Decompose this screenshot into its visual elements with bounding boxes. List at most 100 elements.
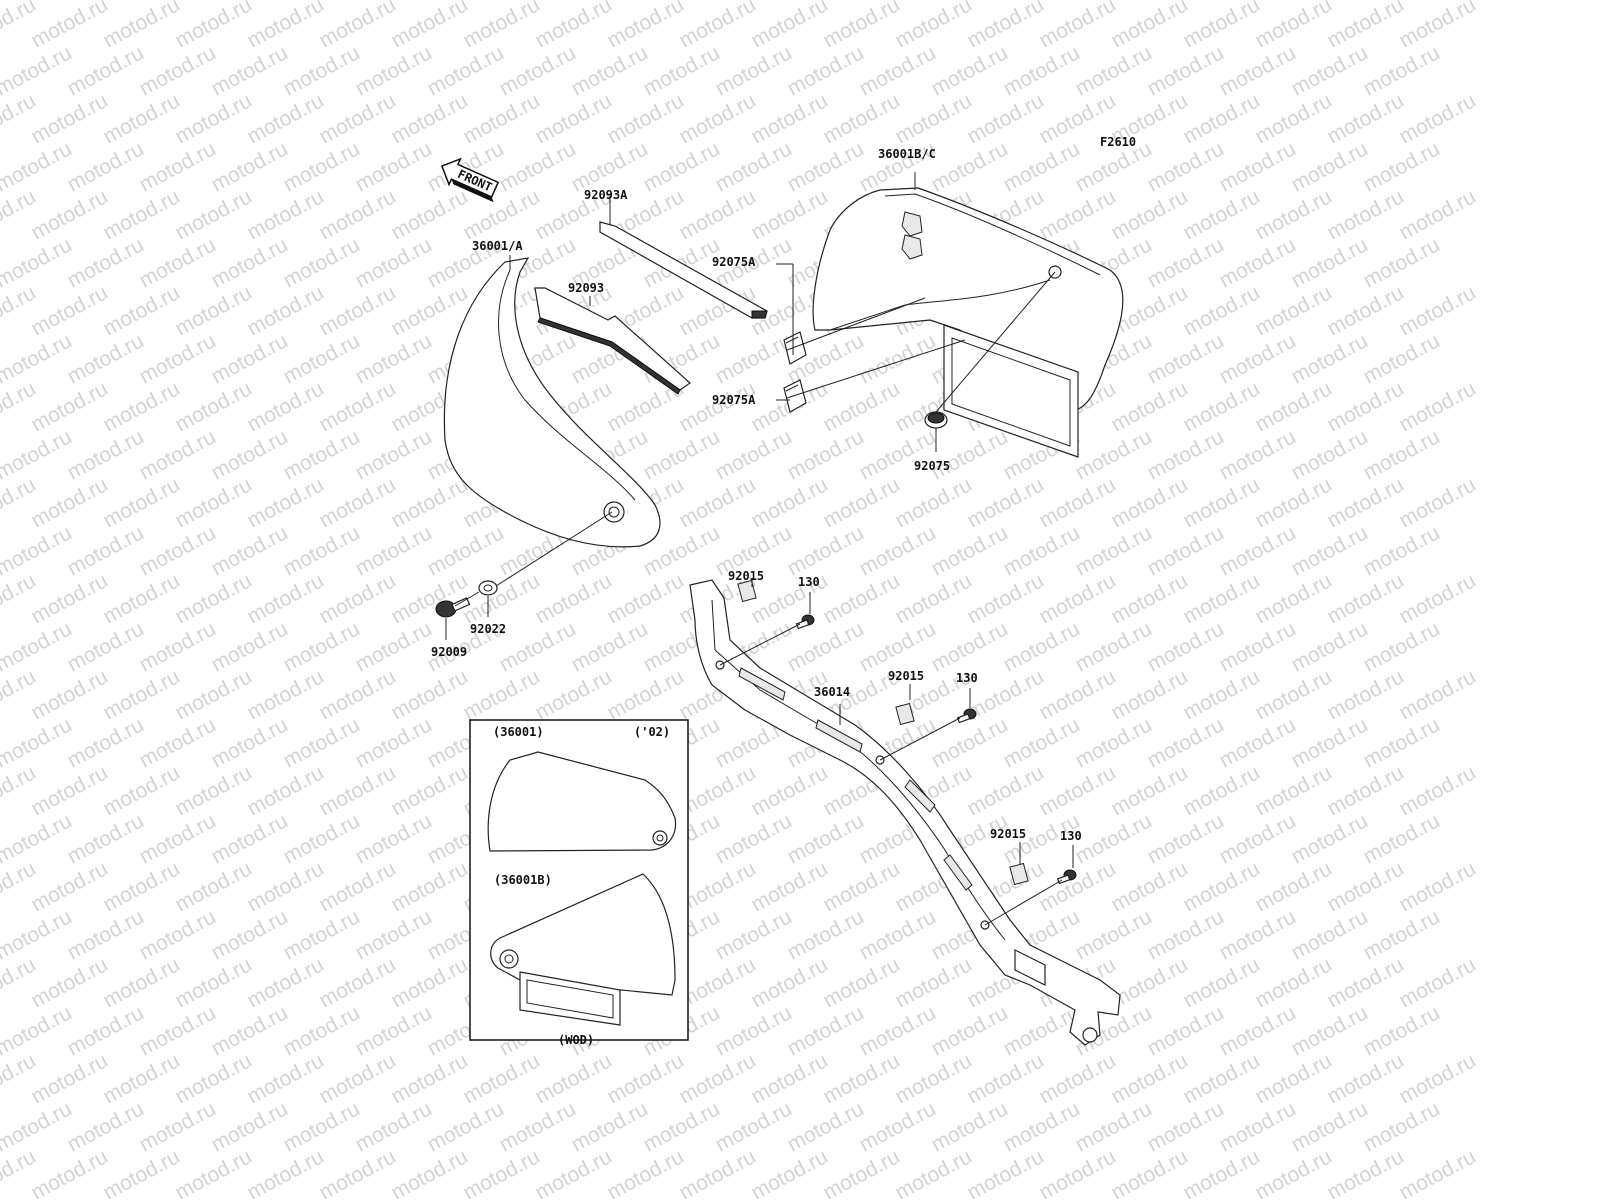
watermark-text: motod.ru	[820, 857, 904, 916]
watermark-text: motod.ru	[1324, 1145, 1408, 1200]
watermark-text: motod.ru	[316, 569, 400, 628]
watermark-text: motod.ru	[1180, 185, 1264, 244]
watermark-text: motod.ru	[1108, 857, 1192, 916]
watermark-text: motod.ru	[100, 473, 184, 532]
watermark-text: motod.ru	[892, 953, 976, 1012]
watermark-text: motod.ru	[28, 185, 112, 244]
watermark-text: motod.ru	[676, 0, 760, 52]
watermark-text: motod.ru	[316, 185, 400, 244]
watermark-text: motod.ru	[172, 473, 256, 532]
watermark-text: motod.ru	[28, 665, 112, 724]
watermark-text: motod.ru	[1288, 905, 1372, 964]
watermark-text: motod.ru	[640, 137, 724, 196]
watermark-text: motod.ru	[172, 857, 256, 916]
watermark-text: motod.ru	[28, 857, 112, 916]
watermark-text: motod.ru	[28, 281, 112, 340]
watermark-text: motod.ru	[1324, 857, 1408, 916]
watermark-text: motod.ru	[208, 137, 292, 196]
watermark-text: motod.ru	[352, 617, 436, 676]
watermark-text: motod.ru	[1396, 377, 1480, 436]
watermark-text: motod.ru	[100, 857, 184, 916]
watermark-text: motod.ru	[1396, 1145, 1480, 1200]
watermark-text: motod.ru	[1360, 1097, 1444, 1156]
watermark-text: motod.ru	[1396, 1049, 1480, 1108]
clip-92075a-upper-part	[783, 331, 807, 365]
watermark-text: motod.ru	[1036, 1145, 1120, 1200]
watermark-text: motod.ru	[1072, 1097, 1156, 1156]
watermark-text: motod.ru	[64, 809, 148, 868]
watermark-text: motod.ru	[1216, 1097, 1300, 1156]
watermark-text: motod.ru	[964, 0, 1048, 52]
watermark-text: motod.ru	[388, 953, 472, 1012]
watermark-text: motod.ru	[1360, 617, 1444, 676]
watermark-text: motod.ru	[928, 137, 1012, 196]
watermark-text: motod.ru	[1288, 521, 1372, 580]
watermark-text: motod.ru	[1144, 1001, 1228, 1060]
watermark-text: motod.ru	[1180, 665, 1264, 724]
watermark-text: motod.ru	[1252, 1145, 1336, 1200]
watermark-text: motod.ru	[532, 569, 616, 628]
watermark-text: motod.ru	[208, 329, 292, 388]
screw-130-3-part	[1056, 869, 1077, 885]
watermark-text: motod.ru	[712, 1097, 796, 1156]
grommet-92075-part	[924, 411, 948, 429]
watermark-text: motod.ru	[1252, 569, 1336, 628]
watermark-text: motod.ru	[280, 617, 364, 676]
watermark-text: motod.ru	[316, 0, 400, 52]
watermark-text: motod.ru	[928, 617, 1012, 676]
watermark-text: motod.ru	[352, 137, 436, 196]
watermark-text: motod.ru	[352, 521, 436, 580]
watermark-text: motod.ru	[64, 1001, 148, 1060]
watermark-text: motod.ru	[1252, 1049, 1336, 1108]
watermark-text: motod.ru	[748, 185, 832, 244]
watermark-text: motod.ru	[1036, 665, 1120, 724]
watermark-text: motod.ru	[28, 761, 112, 820]
watermark-text: motod.ru	[388, 473, 472, 532]
watermark-text: motod.ru	[280, 41, 364, 100]
watermark-text: motod.ru	[1396, 665, 1480, 724]
watermark-text: motod.ru	[1180, 0, 1264, 52]
watermark-text: motod.ru	[208, 713, 292, 772]
watermark-text: motod.ru	[748, 761, 832, 820]
watermark-layer: motod.rumotod.rumotod.rumotod.rumotod.ru…	[0, 0, 1480, 1200]
watermark-text: motod.ru	[1216, 905, 1300, 964]
watermark-text: motod.ru	[208, 233, 292, 292]
watermark-text: motod.ru	[1144, 233, 1228, 292]
watermark-text: motod.ru	[1396, 761, 1480, 820]
callout-clip-lower: 92075A	[712, 393, 756, 407]
watermark-text: motod.ru	[748, 89, 832, 148]
nut-92015-2-part	[895, 702, 915, 726]
watermark-text: motod.ru	[1396, 185, 1480, 244]
watermark-text: motod.ru	[1216, 521, 1300, 580]
watermark-text: motod.ru	[1216, 1001, 1300, 1060]
watermark-text: motod.ru	[1288, 809, 1372, 868]
watermark-text: motod.ru	[1108, 665, 1192, 724]
watermark-text: motod.ru	[1324, 185, 1408, 244]
watermark-text: motod.ru	[1252, 89, 1336, 148]
watermark-text: motod.ru	[676, 1049, 760, 1108]
watermark-text: motod.ru	[532, 1145, 616, 1200]
watermark-text: motod.ru	[208, 425, 292, 484]
watermark-text: motod.ru	[100, 1145, 184, 1200]
watermark-text: motod.ru	[640, 425, 724, 484]
watermark-text: motod.ru	[856, 41, 940, 100]
watermark-text: motod.ru	[1324, 281, 1408, 340]
right-side-cover-part	[812, 187, 1124, 458]
watermark-text: motod.ru	[1288, 1097, 1372, 1156]
watermark-text: motod.ru	[1072, 617, 1156, 676]
watermark-text: motod.ru	[388, 0, 472, 52]
watermark-text: motod.ru	[64, 521, 148, 580]
watermark-text: motod.ru	[244, 665, 328, 724]
watermark-text: motod.ru	[28, 1145, 112, 1200]
watermark-text: motod.ru	[568, 1097, 652, 1156]
watermark-text: motod.ru	[496, 1097, 580, 1156]
watermark-text: motod.ru	[316, 857, 400, 916]
watermark-text: motod.ru	[532, 0, 616, 52]
watermark-text: motod.ru	[388, 857, 472, 916]
watermark-text: motod.ru	[1216, 137, 1300, 196]
watermark-text: motod.ru	[1180, 473, 1264, 532]
watermark-text: motod.ru	[28, 377, 112, 436]
watermark-text: motod.ru	[1216, 809, 1300, 868]
watermark-text: motod.ru	[748, 0, 832, 52]
